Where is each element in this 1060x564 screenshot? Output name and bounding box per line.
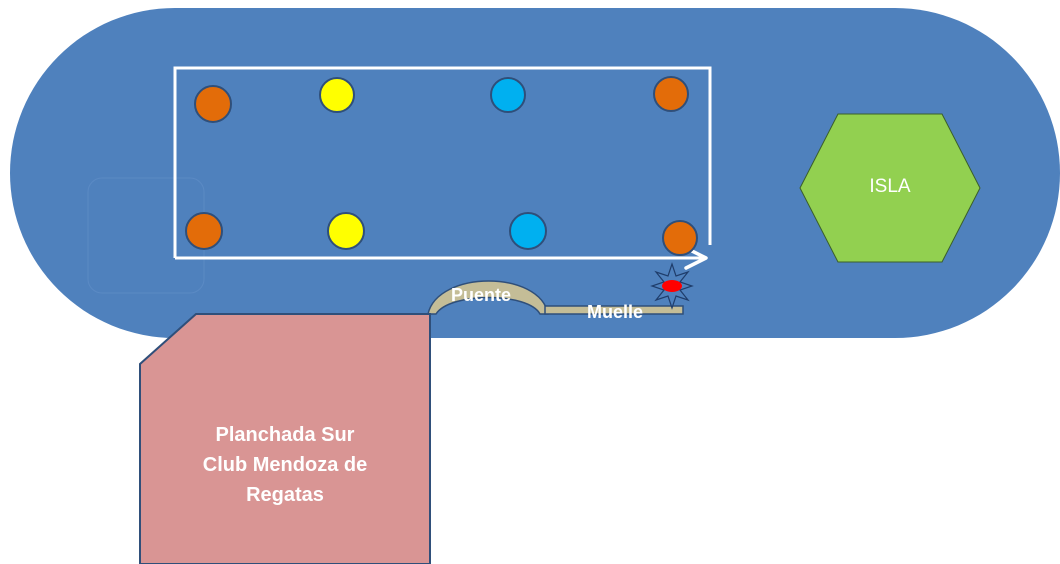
course-outline bbox=[173, 66, 712, 258]
planchada-sur-label: Planchada Sur Club Mendoza de Regatas bbox=[140, 420, 430, 510]
buoy-bottom-1 bbox=[185, 212, 223, 250]
pier-muelle bbox=[544, 305, 684, 315]
buoy-top-1 bbox=[194, 85, 232, 123]
buoy-top-4 bbox=[653, 76, 689, 112]
arrow-right-icon bbox=[684, 246, 708, 270]
planchada-label-line-3: Regatas bbox=[246, 484, 324, 506]
lake-water bbox=[10, 8, 1060, 338]
red-star-icon bbox=[650, 262, 694, 310]
pier-label: Muelle bbox=[586, 302, 643, 322]
buoy-top-3 bbox=[490, 77, 526, 113]
planchada-sur-land bbox=[139, 313, 431, 564]
bridge-label: Puente bbox=[450, 285, 511, 305]
island-hexagon bbox=[799, 113, 981, 263]
buoy-bottom-4 bbox=[662, 220, 698, 256]
buoy-bottom-2 bbox=[327, 212, 365, 250]
planchada-label-line-2: Club Mendoza de bbox=[202, 454, 368, 476]
planchada-label-line-1: Planchada Sur bbox=[215, 424, 355, 446]
island-label: ISLA bbox=[869, 176, 911, 197]
buoy-top-2 bbox=[319, 77, 355, 113]
buoy-bottom-3 bbox=[509, 212, 547, 250]
